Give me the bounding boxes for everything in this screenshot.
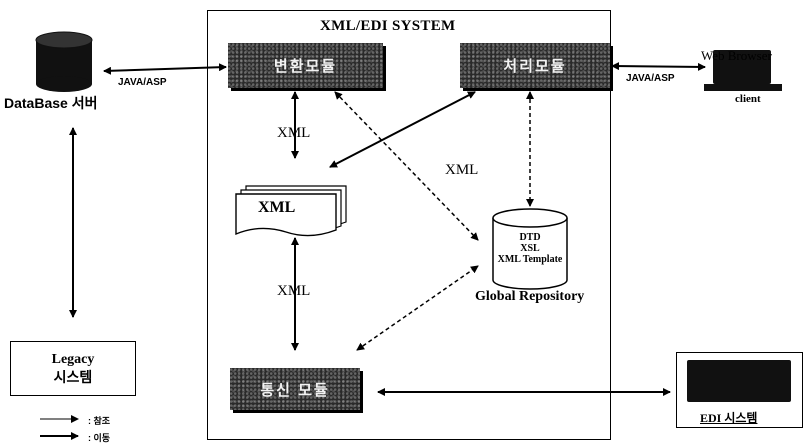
edi-terminal-icon [687, 360, 791, 402]
xml-upper-label: XML [277, 125, 311, 141]
legacy-line2: 시스템 [53, 370, 93, 386]
repository-label: Global Repository [475, 289, 585, 304]
xml-middle-label: XML [445, 162, 479, 178]
legacy-system-box[interactable]: Legacy 시스템 [10, 341, 136, 396]
database-label: DataBase 서버 [4, 95, 98, 111]
db-module-arrow [103, 63, 227, 75]
database-icon [35, 31, 93, 92]
repository-cylinder-icon [492, 208, 568, 290]
xml-edi-system-frame [207, 10, 611, 440]
communication-module[interactable]: 통신 모듈 [230, 368, 360, 410]
comm-repository-dashed [356, 265, 479, 351]
edi-system-box[interactable] [676, 352, 803, 428]
module-client-arrow [611, 62, 706, 71]
client-computer-icon [704, 50, 782, 91]
db-connection-label: JAVA/ASP [118, 77, 167, 88]
system-title: XML/EDI SYSTEM [320, 18, 456, 34]
processing-module-label: 처리모듈 [503, 58, 567, 75]
legacy-line1: Legacy [51, 351, 95, 367]
xml-document-label: XML [258, 199, 296, 216]
legend-move-label: : 이동 [88, 433, 111, 443]
repository-xml-template: XML Template [497, 254, 563, 265]
conversion-module[interactable]: 변환모듈 [228, 43, 383, 88]
xml-lower-label: XML [277, 283, 311, 299]
client-connection-label: JAVA/ASP [626, 73, 675, 84]
conversion-module-label: 변환모듈 [273, 58, 338, 75]
repository-contents: DTD XSL XML Template [496, 232, 564, 265]
repository-xsl: XSL [520, 243, 540, 254]
web-browser-label: Web Browser [701, 48, 772, 63]
module-repository-dashed [334, 91, 479, 241]
processing-module[interactable]: 처리모듈 [460, 43, 610, 88]
xml-document-stack-icon [235, 185, 347, 237]
communication-module-label: 통신 모듈 [260, 381, 330, 399]
edi-system-label: EDI 시스템 [700, 411, 758, 425]
repository-dtd: DTD [519, 232, 541, 243]
client-label: client [735, 93, 761, 105]
legend-reference-label: : 참조 [88, 416, 111, 426]
